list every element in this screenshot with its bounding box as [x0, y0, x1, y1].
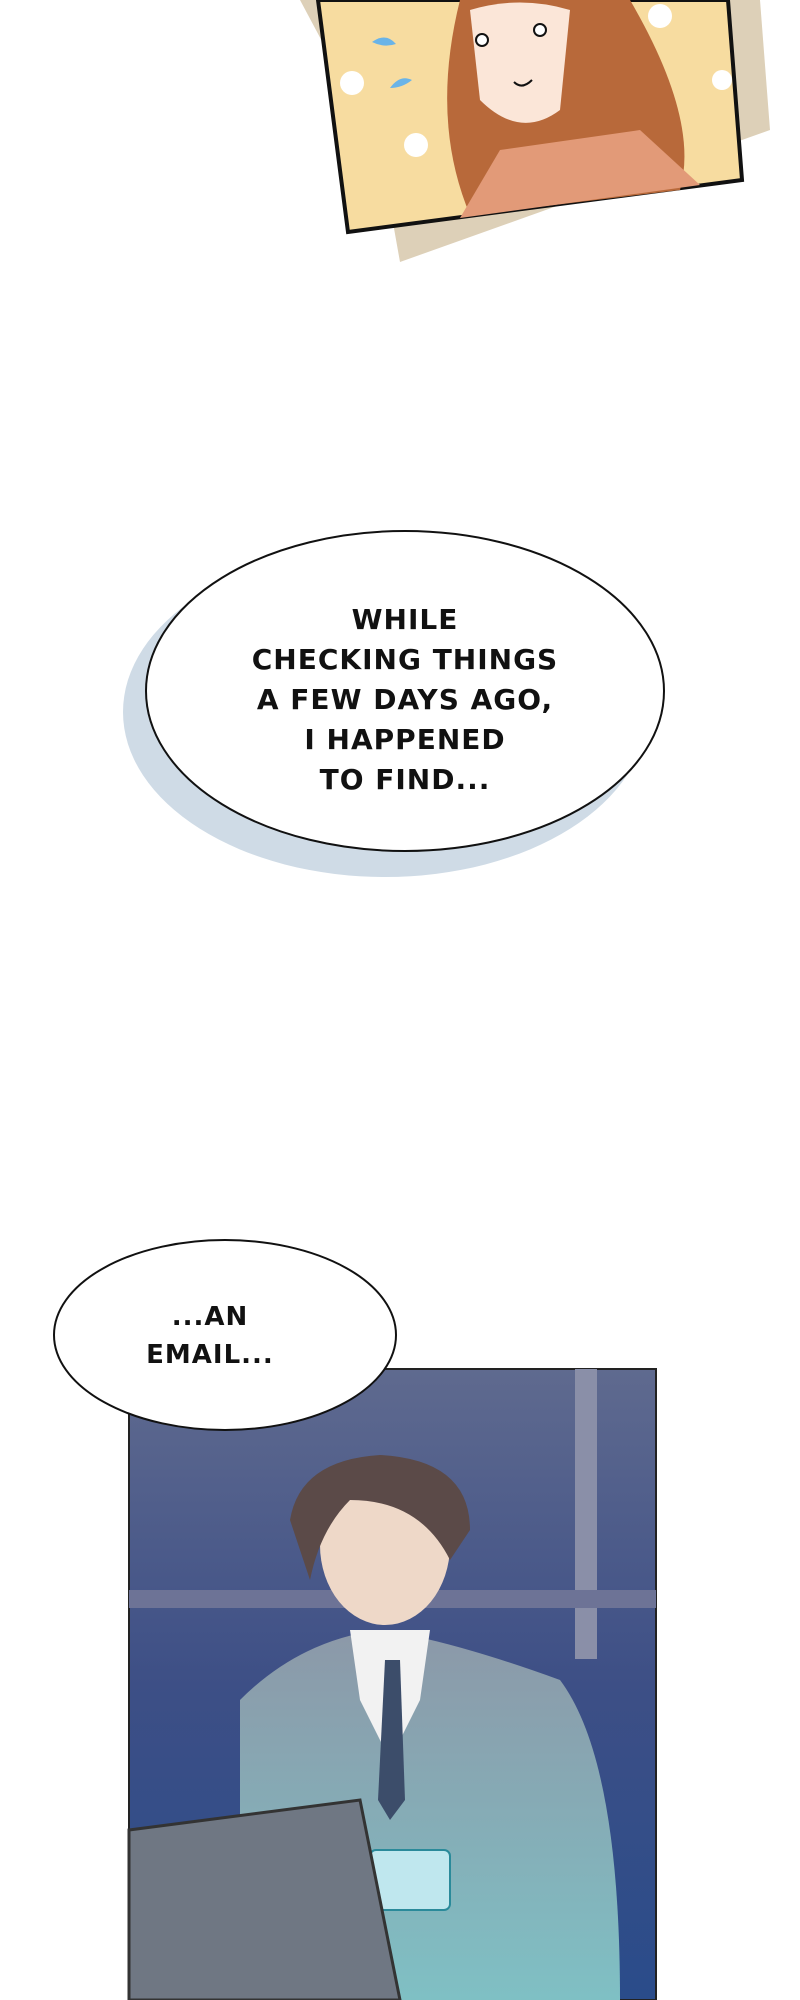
top-panel — [300, 0, 770, 262]
speech-line: ...AN — [171, 1302, 249, 1332]
bottom-panel — [127, 1368, 657, 2000]
speech-text-1: WHILE CHECKING THINGS A FEW DAYS AGO, I … — [215, 600, 595, 800]
sweat-drop-icon — [372, 37, 396, 46]
character-tie — [378, 1660, 405, 1820]
speech-line: EMAIL... — [146, 1340, 274, 1370]
character-shirt — [460, 130, 700, 218]
character-hair — [290, 1455, 470, 1580]
sweat-drop-icon — [390, 78, 412, 88]
speech-bubble-2 — [53, 1239, 397, 1431]
speech-line: A FEW DAYS AGO, — [256, 683, 554, 716]
id-badge — [369, 1849, 451, 1911]
speech-line: WHILE — [351, 603, 459, 636]
speech-line: TO FIND... — [319, 763, 491, 796]
speech-text-2: ...AN EMAIL... — [110, 1298, 310, 1374]
speech-line: CHECKING THINGS — [251, 643, 559, 676]
computer-monitor — [127, 1798, 402, 2000]
speech-bubble-1 — [123, 530, 665, 877]
speech-line: I HAPPENED — [304, 723, 506, 756]
